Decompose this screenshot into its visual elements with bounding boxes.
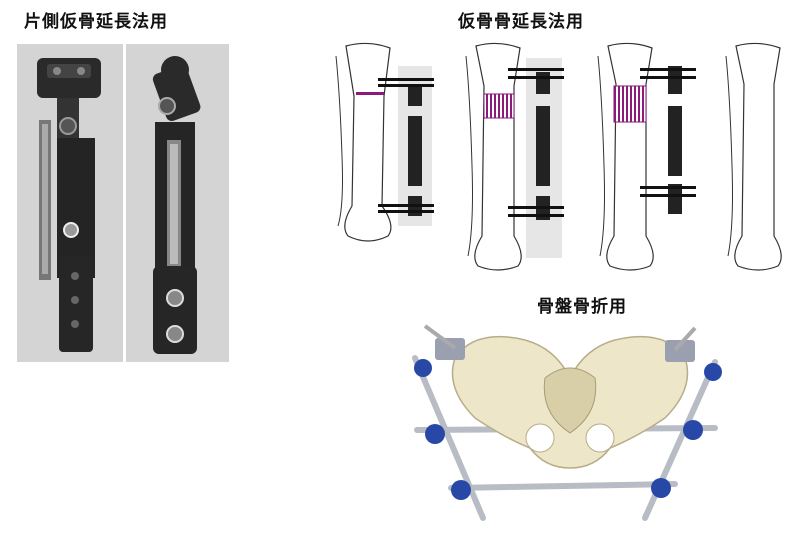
pelvic-fixator-photo	[395, 318, 745, 533]
tibia-bone-icon	[335, 42, 782, 271]
external-fixator-icon	[17, 44, 229, 362]
pelvic-fracture-title: 骨盤骨折用	[537, 297, 627, 317]
callus-distraction-illustration	[328, 36, 788, 276]
unilateral-lengthening-title: 片側仮骨延長法用	[24, 12, 168, 32]
callus-distraction-title: 仮骨骨延長法用	[458, 12, 584, 32]
unilateral-fixator-photo	[17, 44, 229, 362]
pelvis-bone-icon	[412, 324, 722, 521]
